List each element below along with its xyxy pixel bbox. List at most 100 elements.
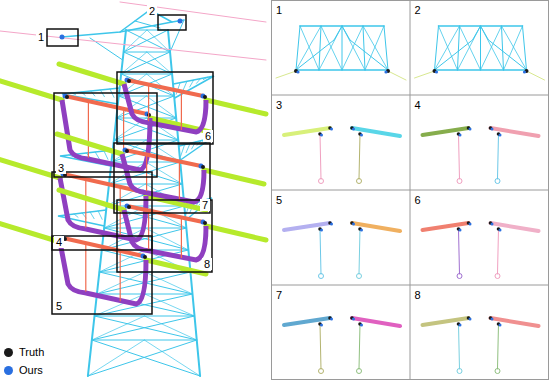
insulator-string bbox=[127, 206, 203, 222]
conductor-segment bbox=[352, 128, 400, 136]
insulator-string bbox=[125, 150, 201, 166]
keypoint-dot bbox=[491, 128, 494, 131]
legend-text: Ours bbox=[19, 364, 43, 376]
dropper bbox=[85, 179, 86, 227]
keypoint-dot bbox=[499, 134, 502, 137]
truss-post bbox=[480, 26, 481, 70]
insulator-detail bbox=[284, 126, 400, 183]
fitting bbox=[457, 179, 462, 184]
conductor-segment bbox=[491, 318, 539, 326]
conductor-segment bbox=[352, 318, 400, 326]
insulator-string bbox=[498, 134, 499, 179]
zoom-box bbox=[47, 29, 78, 46]
fitting bbox=[457, 274, 462, 279]
tower-brace bbox=[121, 52, 170, 74]
truss-post bbox=[319, 26, 321, 70]
keypoint-dot bbox=[459, 324, 462, 327]
truss-post bbox=[342, 26, 343, 70]
dropper bbox=[120, 187, 121, 237]
tower-brace bbox=[146, 96, 176, 118]
legend-text: Truth bbox=[19, 346, 44, 358]
panel-divider bbox=[272, 285, 549, 286]
crossarm-brace bbox=[196, 79, 200, 84]
truss-brace bbox=[502, 26, 527, 70]
tower-brace bbox=[147, 52, 172, 74]
keypoint-dot bbox=[360, 229, 363, 232]
conductor bbox=[206, 226, 266, 240]
keypoint-dot bbox=[384, 70, 387, 73]
insulator-detail bbox=[423, 221, 539, 278]
keypoint-dot bbox=[296, 70, 299, 73]
tower-brace bbox=[94, 316, 196, 340]
conductor-segment bbox=[423, 318, 469, 325]
tower-brace bbox=[92, 316, 195, 340]
keypoint-dot bbox=[469, 128, 472, 131]
insulator-string bbox=[320, 324, 321, 369]
insulator-string bbox=[459, 229, 460, 274]
dropper bbox=[181, 91, 182, 129]
keypoint-dot bbox=[201, 165, 205, 169]
tower-brace bbox=[88, 340, 144, 376]
conductor-segment bbox=[284, 128, 330, 135]
legend-item: Truth bbox=[4, 346, 44, 358]
zoom-box bbox=[117, 200, 212, 272]
conductor-segment bbox=[491, 128, 539, 136]
keypoint-dot bbox=[125, 149, 129, 153]
truss-brace bbox=[435, 26, 460, 70]
keypoint-dot bbox=[178, 19, 183, 24]
truss-post bbox=[523, 26, 527, 70]
keypoint-dot bbox=[320, 324, 323, 327]
conductor bbox=[0, 80, 62, 100]
fitting bbox=[495, 179, 500, 184]
insulator-string bbox=[359, 134, 360, 179]
conductor bbox=[0, 222, 60, 242]
zoom-box bbox=[114, 143, 210, 213]
callout-number: 6 bbox=[203, 130, 213, 142]
zoom-box bbox=[158, 15, 186, 30]
dropper bbox=[148, 85, 149, 121]
zoom-boxes bbox=[47, 15, 213, 314]
conductor-segment bbox=[491, 223, 539, 231]
dropper bbox=[88, 101, 89, 157]
insulator-string bbox=[320, 229, 321, 274]
legend-item: Ours bbox=[4, 364, 43, 376]
keypoint-dot bbox=[65, 95, 69, 99]
conductor bbox=[206, 100, 266, 114]
keypoint-dot bbox=[352, 223, 355, 226]
fitting bbox=[457, 369, 462, 374]
crossarm-brace bbox=[181, 145, 185, 157]
panel-number: 2 bbox=[415, 4, 421, 16]
dropper bbox=[120, 251, 121, 301]
crossarm-brace bbox=[90, 212, 94, 219]
insulator-detail bbox=[423, 126, 539, 183]
crossarm-brace bbox=[104, 151, 108, 159]
insulator-string bbox=[498, 229, 499, 274]
insulator-detail bbox=[284, 221, 400, 278]
panel-divider bbox=[272, 190, 549, 191]
peak-arm bbox=[170, 20, 184, 52]
callout-number: 5 bbox=[54, 300, 64, 312]
fitting bbox=[357, 274, 362, 279]
crossarm-brace bbox=[98, 211, 102, 219]
legend-swatch bbox=[4, 366, 13, 375]
jumper-loop bbox=[124, 210, 206, 260]
tower-brace bbox=[121, 52, 147, 74]
truss-brace bbox=[435, 26, 481, 70]
dropper bbox=[179, 161, 180, 199]
tower-brace bbox=[145, 316, 197, 340]
fitting bbox=[357, 369, 362, 374]
keypoint-dot bbox=[320, 229, 323, 232]
callout-number: 8 bbox=[202, 258, 212, 270]
dropper bbox=[181, 217, 182, 257]
dropper bbox=[148, 211, 149, 249]
panel-number: 1 bbox=[276, 4, 282, 16]
crossarm-brace bbox=[183, 81, 187, 90]
panel-frame bbox=[272, 1, 549, 380]
keypoint-dot bbox=[127, 205, 131, 209]
tower-brace bbox=[92, 316, 145, 340]
truss-brace bbox=[504, 26, 523, 70]
callout-number: 2 bbox=[147, 5, 157, 17]
legend-swatch bbox=[4, 348, 13, 357]
keypoint-dot bbox=[360, 324, 363, 327]
